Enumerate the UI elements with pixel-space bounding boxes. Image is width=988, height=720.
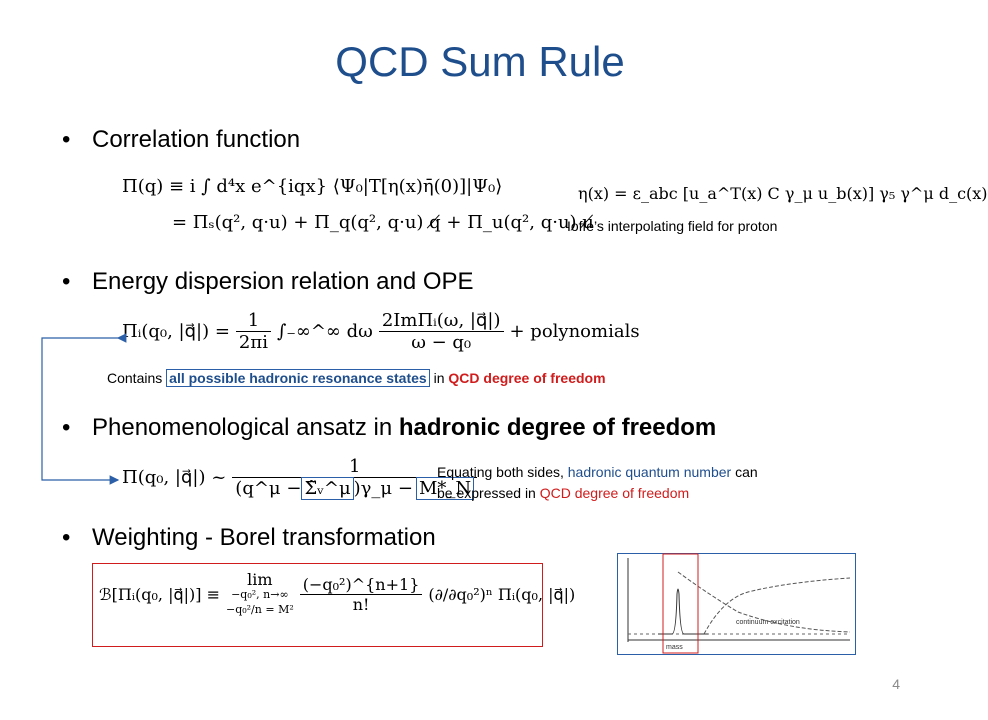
dispersion-fraction: 2ImΠᵢ(ω, |q⃗|) ω − q₀ — [378, 310, 504, 353]
ansatz-den-part1: (q^μ − — [235, 478, 302, 499]
bullet-phenomenological-ansatz: • Phenomenological ansatz in hadronic deg… — [62, 414, 716, 442]
equating-line2: be expressed in QCD degree of freedom — [437, 483, 758, 504]
borel-num: (−q₀²)^{n+1} — [299, 575, 423, 595]
equating-line1-tail: can — [731, 464, 758, 480]
equating-line1: Equating both sides, hadronic quantum nu… — [437, 462, 758, 483]
ansatz-num: 1 — [232, 456, 478, 478]
spectrum-plot: mass continuum excitation — [627, 553, 851, 654]
dispersion-den: ω − q₀ — [411, 332, 472, 353]
bullet-text: Phenomenological ansatz in — [92, 414, 399, 441]
bullet-correlation-function: • Correlation function — [62, 126, 300, 154]
borel-fraction: (−q₀²)^{n+1} n! — [299, 575, 423, 614]
dispersion-tail: + polynomials — [509, 321, 640, 342]
contains-annotation: Contains all possible hadronic resonance… — [107, 369, 606, 387]
borel-den: n! — [352, 595, 370, 614]
borel-transform-box: ℬ[Πᵢ(q₀, |q⃗|)] ≡ lim −q₀², n→∞ −q₀²/n =… — [92, 563, 575, 647]
contains-boxed-text: all possible hadronic resonance states — [166, 369, 430, 387]
borel-lhs: ℬ[Πᵢ(q₀, |q⃗|)] ≡ — [99, 585, 220, 604]
bullet-text: Correlation function — [92, 126, 301, 153]
borel-lim-sub2: −q₀²/n = M² — [225, 603, 294, 616]
ioffe-caption: Ioffe’s interpolating field for proton — [567, 218, 778, 234]
ansatz-den-part2: )γ_μ − — [353, 478, 413, 499]
dispersion-num: 2ImΠᵢ(ω, |q⃗|) — [378, 310, 504, 332]
spectrum-resonance-peak — [658, 588, 708, 635]
ansatz-lhs: Π(q₀, |q⃗|) ~ — [122, 467, 227, 488]
borel-equation: ℬ[Πᵢ(q₀, |q⃗|)] ≡ lim −q₀², n→∞ −q₀²/n =… — [99, 572, 575, 617]
slide-title: QCD Sum Rule — [335, 38, 625, 85]
contains-mid: in — [429, 370, 449, 386]
bullet-borel-transformation: • Weighting - Borel transformation — [62, 524, 436, 552]
correlation-equation-line1: Π(q) ≡ i ∫ d⁴x e^{iqx} ⟨Ψ₀|T[η(x)η̄(0)]|… — [122, 176, 503, 197]
borel-lim: lim — [247, 570, 273, 589]
bullet-text: Weighting - Borel transformation — [92, 524, 436, 551]
borel-lim-sub1: −q₀², n→∞ — [231, 588, 289, 601]
bullet-dispersion-ope: • Energy dispersion relation and OPE — [62, 268, 474, 296]
bullet-text-bold: hadronic degree of freedom — [398, 414, 717, 441]
equating-line2-plain: be expressed in — [437, 485, 540, 501]
dispersion-equation: Πᵢ(q₀, |q⃗|) = 1 2πi ∫₋∞^∞ dω 2ImΠᵢ(ω, |… — [122, 310, 640, 353]
spectrum-label-continuum: continuum excitation — [736, 619, 800, 626]
correlation-equation-line2: = Πₛ(q², q·u) + Π_q(q², q·u) q̸ + Π_u(q²… — [172, 212, 594, 233]
bullet-dot: • — [62, 268, 71, 295]
equating-line2-red: QCD degree of freedom — [539, 485, 690, 501]
equating-line1-blue: hadronic quantum number — [567, 464, 732, 480]
spectrum-continuum-curve — [703, 577, 851, 635]
ioffe-field-equation: η(x) = ε_abc [u_a^T(x) C γ_μ u_b(x)] γ₅ … — [578, 184, 988, 203]
contains-red-text: QCD degree of freedom — [448, 370, 606, 386]
dispersion-lhs: Πᵢ(q₀, |q⃗|) = — [122, 321, 230, 342]
equating-line1-plain: Equating both sides, — [437, 464, 568, 480]
ansatz-fraction: 1 (q^μ −Σ̃ᵥ^μ)γ_μ −M*_N — [232, 456, 478, 500]
dispersion-prefactor-num: 1 — [235, 310, 271, 332]
borel-derivative: (∂/∂q₀²)ⁿ Πᵢ(q₀, |q⃗|) — [428, 585, 576, 604]
spectrum-label-mass: mass — [666, 644, 683, 651]
ansatz-den-mass: M*_N — [415, 477, 475, 500]
bullet-dot: • — [62, 524, 71, 551]
spectrum-figure: mass continuum excitation — [617, 553, 856, 655]
ansatz-den: (q^μ −Σ̃ᵥ^μ)γ_μ −M*_N — [232, 477, 477, 500]
bullet-dot: • — [62, 126, 71, 153]
borel-limit: lim −q₀², n→∞ −q₀²/n = M² — [226, 572, 294, 617]
bullet-text: Energy dispersion relation and OPE — [92, 268, 474, 295]
page-number: 4 — [892, 676, 900, 692]
bullet-dot: • — [62, 414, 71, 441]
dispersion-integral: ∫₋∞^∞ dω — [276, 321, 373, 342]
equating-annotation: Equating both sides, hadronic quantum nu… — [437, 462, 758, 504]
connector-arrow — [41, 333, 127, 485]
dispersion-prefactor-den: 2πi — [238, 332, 268, 353]
ansatz-den-sigma: Σ̃ᵥ^μ — [301, 477, 354, 500]
ansatz-equation: Π(q₀, |q⃗|) ~ 1 (q^μ −Σ̃ᵥ^μ)γ_μ −M*_N — [122, 456, 478, 500]
spectrum-mass-window — [662, 553, 699, 654]
dispersion-prefactor: 1 2πi — [235, 310, 271, 353]
